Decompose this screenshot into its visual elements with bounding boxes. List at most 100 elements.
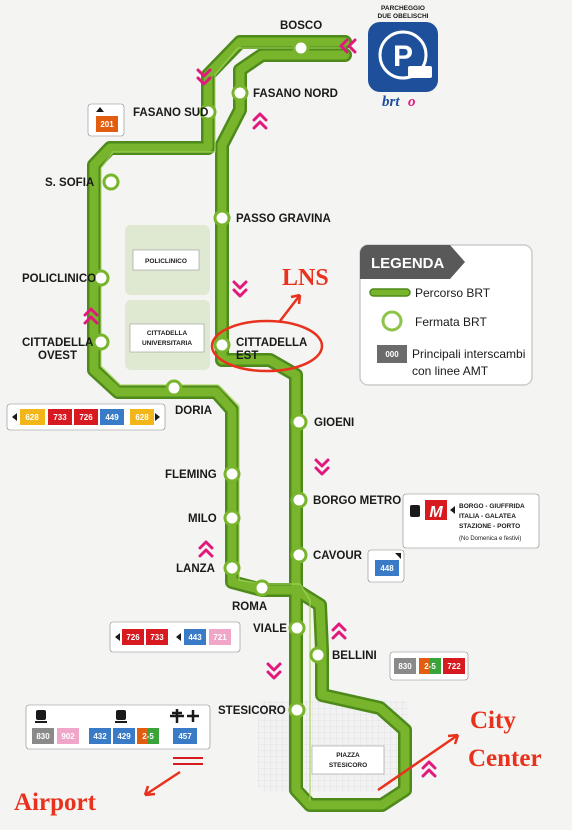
label-bosco: BOSCO [280, 20, 322, 32]
brt-brand: brt [382, 94, 400, 110]
legend-route-swatch [369, 288, 411, 297]
label-doria: DORIA [175, 405, 212, 417]
legend: LEGENDA Percorso BRT Fermata BRT 000 Pri… [359, 244, 533, 386]
annotation-city-1: City [470, 707, 516, 734]
bus-fasano-0: 201 [100, 120, 114, 129]
legend-title: LEGENDA [371, 255, 445, 272]
stop-fleming [223, 465, 241, 483]
bus-stesicoro-1: 902 [61, 732, 75, 741]
label-policlinico: POLICLINICO [22, 273, 96, 285]
label-cittadella-est-1: CITTADELLA [236, 337, 307, 349]
brt-stops [92, 39, 327, 719]
area-piazza-1: PIAZZA [336, 752, 360, 759]
legend-interchange-1: Principali interscambi [412, 347, 525, 361]
stop-stesicoro [288, 701, 306, 719]
bus-stesicoro-3: 429 [117, 732, 131, 741]
legend-box: 000 [385, 350, 399, 359]
stop-cavour [290, 546, 308, 564]
stop-gioeni [290, 413, 308, 431]
bus-icon [408, 66, 432, 78]
bus-doria-1: 733 [53, 413, 67, 422]
bus-doria-0: 628 [25, 413, 39, 422]
label-cittadella-est-2: EST [236, 350, 258, 362]
bus-bellini-2: 722 [447, 662, 461, 671]
legend-box-swatch [377, 345, 407, 363]
label-milo: MILO [188, 513, 217, 525]
metro-line-2: STAZIONE - PORTO [459, 523, 520, 530]
bus-stesicoro-4: 2-5 [142, 732, 154, 741]
airport-line-marker [173, 757, 203, 765]
stop-fasano-nord [231, 84, 249, 102]
metro-line-0: BORGO - GIUFFRIDA [459, 503, 525, 510]
bus-viale-0: 726 [126, 633, 140, 642]
label-fasano-nord: FASANO NORD [253, 88, 338, 100]
station-labels: BOSCO FASANO SUD FASANO NORD S. SOFIA PA… [22, 20, 401, 717]
label-bellini: BELLINI [332, 650, 377, 662]
train-icon-2 [115, 710, 127, 723]
annotation-airport: Airport [14, 789, 97, 816]
bus-doria-2: 726 [79, 413, 93, 422]
label-fleming: FLEMING [165, 469, 217, 481]
stop-bosco [292, 39, 310, 57]
legend-route: Percorso BRT [415, 286, 491, 300]
bus-bellini-0: 830 [398, 662, 412, 671]
direction-chevrons [83, 38, 437, 778]
train-icon [35, 710, 47, 723]
stop-cittadella-est [213, 336, 231, 354]
label-viale: VIALE [253, 623, 287, 635]
stop-bellini [309, 646, 327, 664]
label-cittadella-ovest-2: OVEST [38, 350, 77, 362]
lns-arrow-icon [279, 293, 302, 322]
area-labels: POLICLINICO CITTADELLA UNIVERSITARIA PIA… [129, 249, 385, 775]
stop-fasano-sud [199, 103, 217, 121]
metro-interchange-box: M BORGO - GIUFFRIDA ITALIA - GALATEA STA… [402, 493, 540, 549]
stop-viale [288, 619, 306, 637]
stop-borgo-metro [290, 491, 308, 509]
plane-icon [170, 709, 184, 723]
stop-doria [165, 379, 183, 397]
bus-stesicoro-2: 432 [93, 732, 107, 741]
annotation-lns: LNS [282, 265, 329, 291]
bus-stesicoro-5: 457 [178, 732, 192, 741]
stop-roma [253, 579, 271, 597]
city-center-arrow-icon [377, 733, 460, 792]
bus-cavour-0: 448 [380, 564, 394, 573]
label-gioeni: GIOENI [314, 417, 354, 429]
annotations: LNS City Center Airport [14, 265, 542, 816]
airport-arrow-icon [143, 770, 181, 797]
area-cittadella-1: CITTADELLA [147, 330, 188, 337]
stop-milo [223, 509, 241, 527]
bus-viale-3: 721 [213, 633, 227, 642]
bus-interchange-boxes: 201 628 733 726 449 628 448 726 733 443 … [6, 103, 469, 765]
metro-line-3: (No Domenica e festivi) [459, 536, 521, 542]
label-borgo-metro: BORGO METRO [313, 495, 401, 507]
lns-highlight-ellipse [210, 319, 324, 373]
label-passo-gravina: PASSO GRAVINA [236, 213, 331, 225]
bus-bellini-1: 2-5 [424, 662, 436, 671]
bus-doria-4: 628 [135, 413, 149, 422]
label-s-sofia: S. SOFIA [45, 177, 94, 189]
label-fasano-sud: FASANO SUD [133, 107, 208, 119]
stop-lanza [223, 559, 241, 577]
legend-interchange-2: con linee AMT [412, 364, 489, 378]
brt-brand-o: o [408, 94, 416, 110]
label-cavour: CAVOUR [313, 550, 363, 562]
metro-letter: M [429, 504, 443, 521]
label-cittadella-ovest-1: CITTADELLA [22, 337, 93, 349]
plane-icon-2 [187, 710, 199, 722]
legend-stop-swatch [381, 310, 403, 332]
parking-letter: P [393, 40, 413, 73]
park-line-2: DUE OBELISCHI [378, 13, 429, 20]
label-roma: ROMA [232, 601, 267, 613]
legend-stop: Fermata BRT [415, 315, 487, 329]
metro-line-1: ITALIA - GALATEA [459, 513, 516, 520]
bus-doria-3: 449 [105, 413, 119, 422]
area-policlinico: POLICLINICO [145, 258, 187, 265]
bus-stesicoro-0: 830 [36, 732, 50, 741]
annotation-city-2: Center [468, 745, 542, 772]
bus-viale-1: 733 [150, 633, 164, 642]
metro-train-icon [410, 505, 420, 517]
bus-viale-2: 443 [188, 633, 202, 642]
label-lanza: LANZA [176, 563, 215, 575]
